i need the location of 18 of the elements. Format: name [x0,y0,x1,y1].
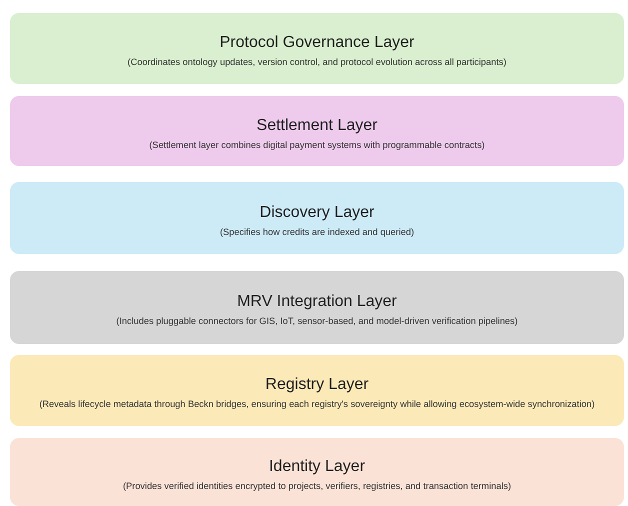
layer-box [10,182,624,254]
layer-title: MRV Integration Layer [237,292,397,312]
layer-box [10,96,624,166]
layer-description: (Reveals lifecycle metadata through Beckn bridges, ensuring each registry's sovereignty while allowing ecosystem-wide synchronization) [39,398,595,410]
layer-box [10,438,624,506]
layer-title: Settlement Layer [256,116,378,136]
layer-box [10,271,624,344]
layer-description: (Settlement layer combines digital payment systems with programmable contracts) [149,138,485,150]
layer-title: Protocol Governance Layer [220,33,414,53]
layer-box [10,13,624,84]
layer-box [10,355,624,426]
layer-title: Discovery Layer [260,202,374,222]
layer-description: (Coordinates ontology updates, version control, and protocol evolution across all participants) [128,56,506,68]
layer-description: (Specifies how credits are indexed and queried) [220,226,414,238]
layer-description: (Includes pluggable connectors for GIS, IoT, sensor-based, and model-driven verification pipelines) [116,315,518,327]
layer-title: Identity Layer [268,456,366,476]
layer-title: Registry Layer [265,375,369,395]
layer-description: (Provides verified identities encrypted to projects, verifiers, registries, and transaction terminals) [122,480,512,492]
